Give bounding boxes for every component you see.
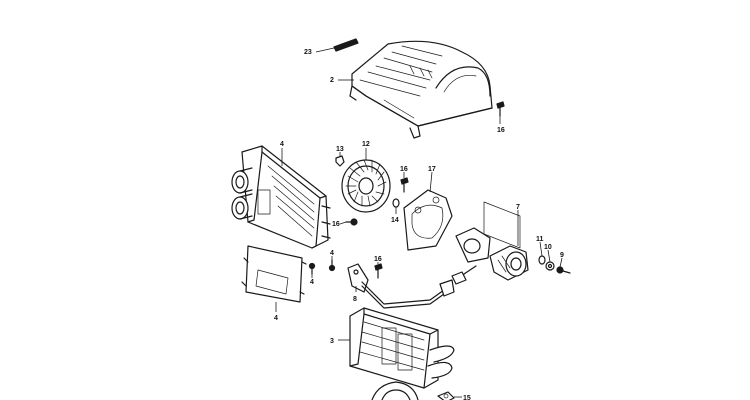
part-16-screw-top[interactable]: [496, 101, 505, 117]
part-2-upper-cover[interactable]: [349, 40, 493, 139]
callout-10: 10: [544, 244, 552, 251]
callout-12: 12: [362, 141, 370, 148]
part-14-ring[interactable]: [392, 198, 400, 208]
part-7-blower-motor[interactable]: [451, 201, 529, 285]
callout-13: 13: [336, 146, 344, 153]
part-9-bolt[interactable]: [556, 266, 571, 274]
part-3-heater-core[interactable]: [349, 307, 455, 389]
callout-11: 11: [536, 236, 544, 243]
leader-lines: [275, 47, 563, 398]
part-4-screw-b[interactable]: [328, 259, 336, 272]
callout-4: 4: [280, 141, 284, 148]
part-16-screw-bracket[interactable]: [374, 263, 383, 279]
part-4-cover-plate[interactable]: [241, 245, 307, 303]
part-16-screw-left[interactable]: [345, 218, 358, 226]
part-8-bracket[interactable]: [347, 263, 455, 309]
callout-4: 4: [330, 250, 334, 257]
part-11-nut[interactable]: [538, 255, 546, 265]
part-15-clip[interactable]: [437, 391, 455, 400]
callout-17: 17: [428, 166, 436, 173]
callout-16: 16: [497, 127, 505, 134]
callout-16: 16: [400, 166, 408, 173]
callout-8: 8: [353, 296, 357, 303]
part-4-screw-a[interactable]: [308, 262, 316, 275]
callout-15: 15: [463, 395, 471, 400]
callout-7: 7: [516, 204, 520, 211]
part-23-label-strip[interactable]: [333, 38, 359, 52]
callout-16: 16: [374, 256, 382, 263]
part-17-blower-plate[interactable]: [403, 189, 453, 251]
callout-16: 16: [332, 221, 340, 228]
lower-housing-partial: [371, 381, 419, 400]
part-16-screw-mid[interactable]: [400, 177, 409, 193]
callout-2: 2: [330, 77, 334, 84]
callout-14: 14: [391, 217, 399, 224]
part-12-blower-fan[interactable]: [341, 159, 391, 213]
part-4-outlet-duct[interactable]: [231, 145, 331, 249]
part-13-clip[interactable]: [335, 155, 345, 167]
callout-4: 4: [274, 315, 278, 322]
callout-23: 23: [304, 49, 312, 56]
callout-9: 9: [560, 252, 564, 259]
part-10-washer[interactable]: [545, 261, 555, 271]
callout-labels: 23 2 16 4 13 12 16 17 16 14 7 11 10 9 16…: [274, 49, 564, 400]
callout-4: 4: [310, 279, 314, 286]
callout-3: 3: [330, 338, 334, 345]
